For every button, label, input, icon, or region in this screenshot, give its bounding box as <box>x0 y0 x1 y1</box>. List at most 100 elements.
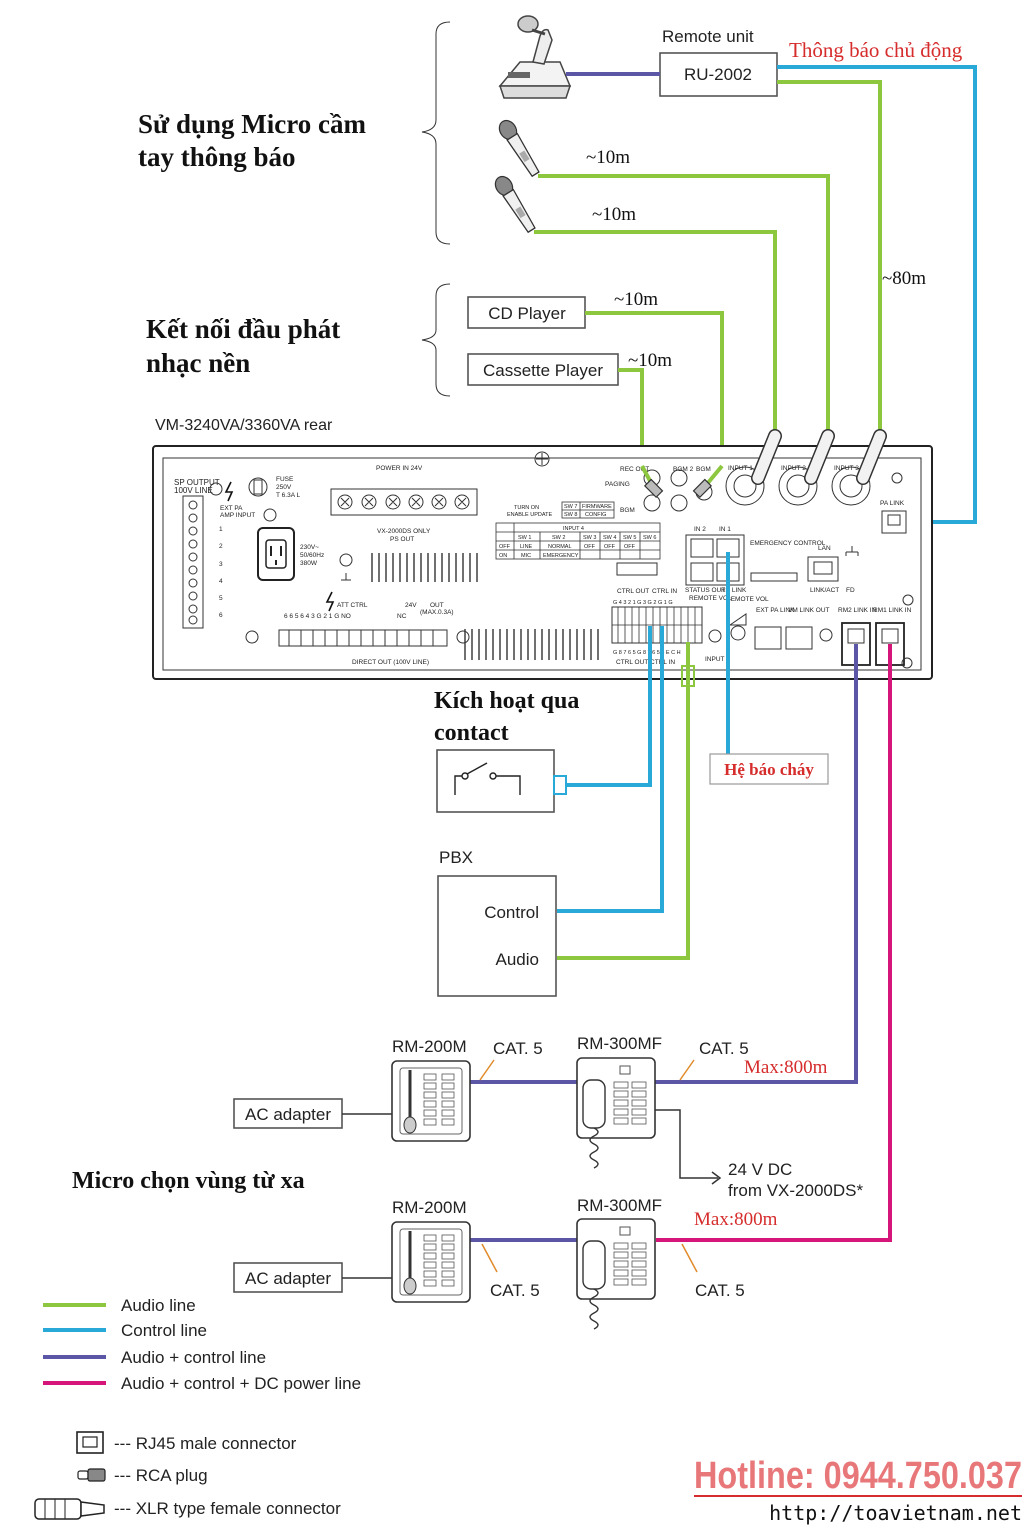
fuse-rating: 250V <box>276 484 292 491</box>
svg-text:tay thông báo: tay thông báo <box>138 142 296 172</box>
legend-label: Audio + control line <box>121 1348 266 1367</box>
rm-200m-device <box>391 1221 471 1303</box>
status-out-label: STATUS OUT <box>685 587 725 594</box>
svg-text:SW 3: SW 3 <box>583 535 596 541</box>
network-icon <box>845 546 859 556</box>
vm-link-out-label: VM LINK OUT <box>788 607 830 614</box>
ctrl-terminal-numbers: G 8 7 6 5 G 8 7 6 5 4 E C H <box>613 650 681 656</box>
pbx-box <box>437 875 557 997</box>
emergency-port-block <box>685 534 745 586</box>
high-voltage-icon <box>224 481 234 502</box>
svg-text:SW 4: SW 4 <box>603 535 616 541</box>
legend-label: Audio line <box>121 1296 196 1315</box>
max-distance-label: Max:800m <box>744 1057 828 1078</box>
pbx-control-line <box>557 626 664 913</box>
ground-screw <box>209 482 223 496</box>
svg-text:nhạc nền: nhạc nền <box>146 348 250 378</box>
ground-screw <box>339 553 353 567</box>
power-in-label: POWER IN 24V <box>376 465 423 472</box>
ac-adapter-label: AC adapter <box>245 1269 331 1288</box>
ext-pa-link-port <box>754 626 782 650</box>
rj45-connector-icon <box>76 1431 104 1454</box>
svg-text:OFF: OFF <box>584 544 596 550</box>
svg-text:Sử dụng Micro cầm: Sử dụng Micro cầm <box>138 109 366 139</box>
contact-switch-icon <box>454 762 521 795</box>
ext-pa-label: EXT PA <box>220 505 243 512</box>
remote-label: REMOTE VOL <box>689 595 732 602</box>
ps-out-note: VX-2000DS ONLY <box>377 528 431 535</box>
bgm2-label: BGM 2 <box>673 466 694 473</box>
svg-text:ON: ON <box>499 553 507 559</box>
ctrl-out-label: CTRL OUT <box>616 659 648 666</box>
rm2-link-line <box>655 644 858 1084</box>
pa-link-label: PA LINK <box>880 500 905 507</box>
ctrl-out-label: CTRL OUT <box>617 588 649 595</box>
power-terminal-screws <box>337 494 470 510</box>
pbx-audio-line <box>557 642 690 960</box>
in1-label: IN 1 <box>719 526 731 533</box>
svg-text:FIRMWARE: FIRMWARE <box>582 504 612 510</box>
remote-unit-box <box>659 52 778 97</box>
arrow-icon <box>711 1171 722 1185</box>
lan-label: LAN <box>818 545 831 552</box>
direct-out-terminals <box>278 629 448 647</box>
svg-text:3: 3 <box>219 561 223 568</box>
in2-label: IN 2 <box>694 526 706 533</box>
sp-output-terminal-strip <box>182 495 204 629</box>
bgm-label: BGM <box>620 507 635 514</box>
xlr-plug-icon <box>804 429 835 485</box>
svg-text:CONFIG: CONFIG <box>585 512 606 518</box>
cat5-label: CAT. 5 <box>490 1281 540 1300</box>
sp-zone-numbers: 123 456 <box>219 526 223 619</box>
pbx-control-label: Control <box>484 903 539 922</box>
pbx-audio-label: Audio <box>496 950 539 969</box>
ac-adapter-label: AC adapter <box>245 1105 331 1124</box>
svg-text:TURN ON: TURN ON <box>514 505 539 511</box>
fuse-holder <box>248 477 268 497</box>
rca-jacks <box>643 469 713 512</box>
distance-label: ~10m <box>592 204 636 225</box>
emergency-control-label: EMERGENCY CONTROL <box>750 540 826 547</box>
input-1-label: INPUT 1 <box>728 465 753 472</box>
pbx-title: PBX <box>439 848 473 867</box>
lan-port <box>807 556 839 582</box>
line-100v-label: 100V LINE <box>174 486 213 495</box>
svg-text:MIC: MIC <box>521 553 531 559</box>
dip-switch-table: TURN ON ENABLE UPDATE SW 7 SW 8 FIRMWARE… <box>495 501 661 560</box>
rca-plug-icon <box>692 464 724 499</box>
fuse-amp: T 6.3A L <box>276 492 300 499</box>
svg-text:OFF: OFF <box>624 544 636 550</box>
paging-label: PAGING <box>605 481 630 488</box>
fire-alarm-box <box>709 753 829 785</box>
dip-switch-block <box>616 562 658 576</box>
xlr-plug-icon <box>856 429 887 485</box>
ext-pa-link-label: EXT PA LINK <box>756 607 795 614</box>
input4-terminal-label: INPUT 4 <box>705 656 730 663</box>
svg-text:6: 6 <box>219 612 223 619</box>
svg-text:SW 5: SW 5 <box>623 535 636 541</box>
contact-control-line <box>566 626 652 787</box>
svg-text:ENABLE UPDATE: ENABLE UPDATE <box>507 512 552 518</box>
svg-text:5: 5 <box>219 595 223 602</box>
xlr-plug-icon <box>751 429 782 485</box>
remote-unit-title: Remote unit <box>662 27 754 46</box>
nc-label: NC <box>397 613 407 620</box>
svg-text:2: 2 <box>219 543 223 550</box>
power-note: from VX-2000DS* <box>728 1181 863 1200</box>
cat5-pointer <box>481 1243 698 1273</box>
distance-label: ~10m <box>586 147 630 168</box>
att-terminal-numbers: 6 6 5 6 4 3 G 2 1 G NO <box>284 613 351 620</box>
cassette-player-label: Cassette Player <box>483 361 603 380</box>
legend-label: --- RJ45 male connector <box>114 1434 297 1453</box>
ac-adapter-box <box>233 1098 343 1129</box>
svg-text:Kết nối đầu phát: Kết nối đầu phát <box>146 314 340 344</box>
pa-link-port <box>881 510 907 534</box>
sp-output-label: SP OUTPUT <box>174 478 220 487</box>
ctrl-terminal-numbers: G 4 3 2 1 G 3 G 2 G 1 G <box>613 600 673 606</box>
cat5-label: CAT. 5 <box>493 1039 543 1058</box>
card-slot <box>750 572 798 582</box>
max-distance-label: Max:800m <box>694 1209 778 1230</box>
cat5-pointer <box>479 1059 695 1081</box>
vent-slots <box>464 629 599 660</box>
